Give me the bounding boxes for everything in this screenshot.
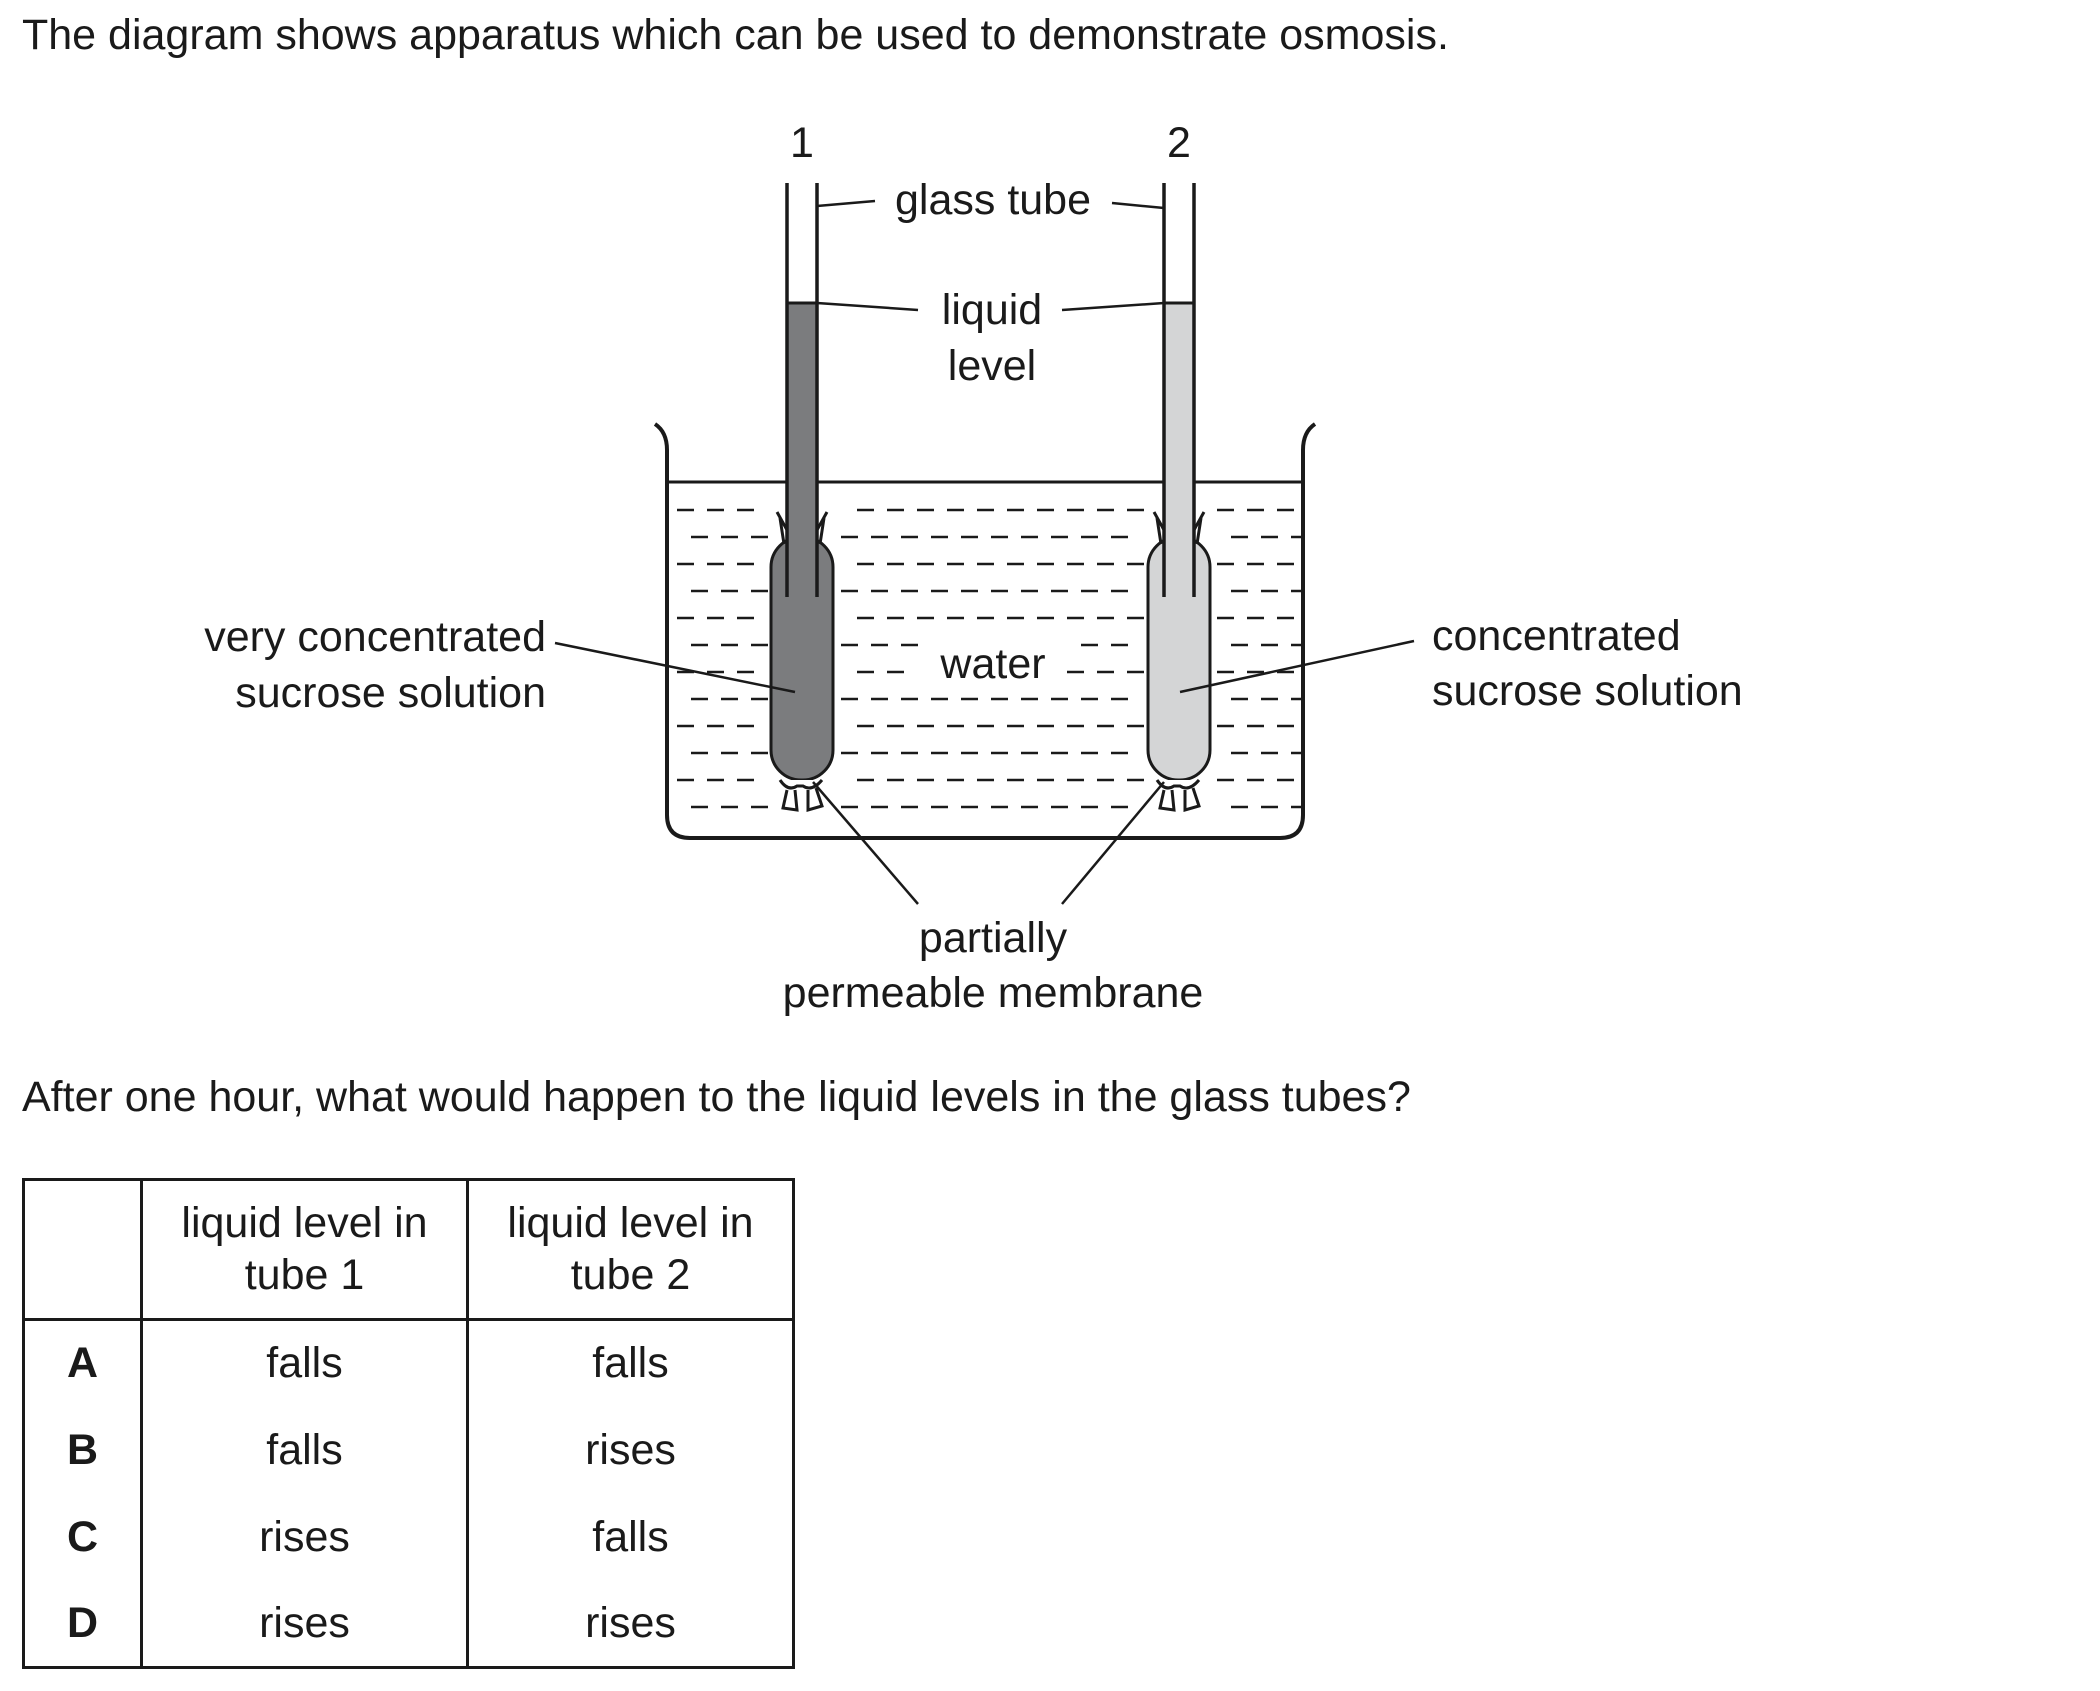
tube-1-result: falls <box>140 1319 469 1407</box>
table-row: D rises rises <box>22 1580 795 1669</box>
intro-text: The diagram shows apparatus which can be… <box>22 11 1449 59</box>
leader-lines <box>554 199 1415 905</box>
table-header-row: liquid level in tube 1 liquid level in t… <box>22 1178 795 1321</box>
tube-2-result: rises <box>466 1406 795 1494</box>
tube-1-result: falls <box>140 1406 469 1494</box>
water-dashes <box>677 508 1303 809</box>
left-solution-label-line1: very concentrated <box>204 613 546 661</box>
option-letter: C <box>22 1493 143 1581</box>
membrane-label-line1: partially <box>919 914 1068 962</box>
table-row: A falls falls <box>22 1319 795 1407</box>
right-solution-label-line2: sucrose solution <box>1432 667 1743 715</box>
osmosis-apparatus-diagram: 1 2 glass tube liquid level water very c… <box>204 119 1743 1017</box>
tube-2-result: falls <box>466 1493 795 1581</box>
tube-2-result: rises <box>466 1580 795 1669</box>
tube-1-top-tie <box>775 511 829 545</box>
table-header-option <box>22 1178 143 1321</box>
tube-2-result: falls <box>466 1319 795 1407</box>
tube-2-assembly <box>1146 183 1212 812</box>
left-solution-label-line2: sucrose solution <box>235 669 546 717</box>
tube-2-liquid <box>1164 303 1194 603</box>
option-letter: A <box>22 1319 143 1407</box>
tube-1-number: 1 <box>790 119 814 167</box>
question-text: After one hour, what would happen to the… <box>22 1073 1411 1121</box>
tube-1-assembly <box>769 183 835 812</box>
tube-2-number: 2 <box>1167 119 1191 167</box>
water-label: water <box>939 640 1045 688</box>
tube-1-result: rises <box>140 1580 469 1669</box>
tube-2-top-tie <box>1152 511 1206 545</box>
glass-tube-label: glass tube <box>895 176 1091 224</box>
table-row: B falls rises <box>22 1406 795 1494</box>
liquid-level-label-line2: level <box>948 342 1036 390</box>
membrane-label-line2: permeable membrane <box>783 969 1204 1017</box>
tube-1-result: rises <box>140 1493 469 1581</box>
table-header-tube-2: liquid level in tube 2 <box>466 1178 795 1321</box>
answer-table: liquid level in tube 1 liquid level in t… <box>22 1178 795 1669</box>
table-row: C rises falls <box>22 1493 795 1581</box>
table-header-tube-1: liquid level in tube 1 <box>140 1178 469 1321</box>
liquid-level-label-line1: liquid <box>942 286 1042 334</box>
tube-1-liquid <box>787 303 817 603</box>
beaker <box>653 422 1317 840</box>
option-letter: B <box>22 1406 143 1494</box>
right-solution-label-line1: concentrated <box>1432 612 1681 660</box>
option-letter: D <box>22 1580 143 1669</box>
